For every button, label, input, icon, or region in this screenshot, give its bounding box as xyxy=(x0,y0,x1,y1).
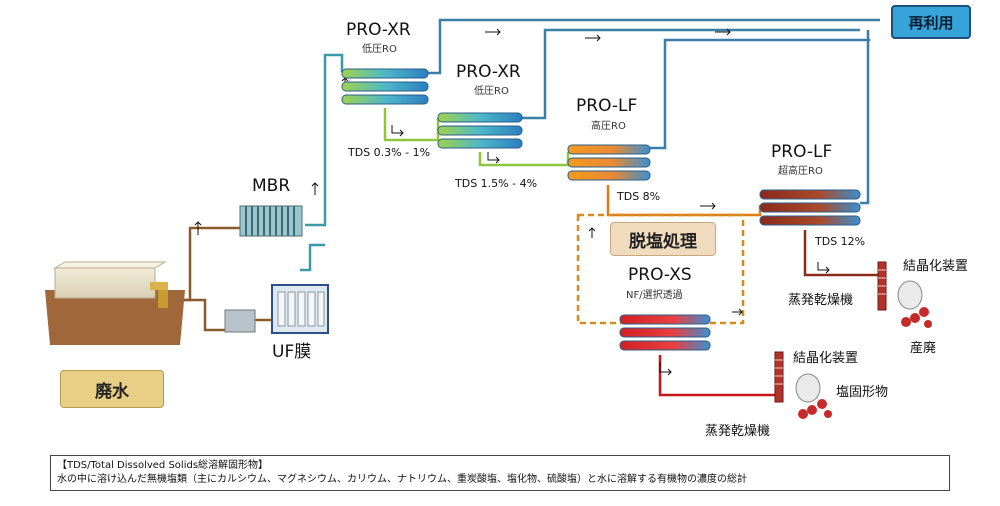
tds-stage2: TDS 1.5% - 4% xyxy=(455,177,538,190)
evaporator-label-2: 蒸発乾燥機 xyxy=(705,424,771,439)
mbr-unit xyxy=(239,205,303,237)
pro-lf-stage2-title: PRO-LF xyxy=(771,142,833,162)
uf-unit xyxy=(224,284,329,334)
tds-stage3: TDS 8% xyxy=(617,190,661,203)
waste-water-box: 廃水 xyxy=(60,370,164,408)
crystallizer-label-2: 結晶化装置 xyxy=(793,351,859,366)
pro-xr-stage1-subtitle: 低圧RO xyxy=(362,44,397,55)
tds-stage4: TDS 12% xyxy=(815,235,866,248)
reuse-box: 再利用 xyxy=(891,5,971,39)
pro-lf-stage2-membranes xyxy=(759,189,861,226)
reuse-pipes xyxy=(428,18,880,205)
flow-arrows xyxy=(194,28,830,376)
note-body: 水の中に溶け込んだ無機塩類（主にカルシウム、マグネシウム、カリウム、ナトリウム、… xyxy=(57,474,747,485)
evaporator-label-1: 蒸発乾燥機 xyxy=(788,293,854,308)
pro-xr-stage1-title: PRO-XR xyxy=(346,20,411,40)
pro-lf-stage2-subtitle: 超高圧RO xyxy=(778,166,823,177)
uf-label: UF膜 xyxy=(272,342,312,362)
pro-lf-stage1-membranes xyxy=(567,144,651,181)
brine-high-pipes xyxy=(803,230,880,277)
pro-xs-membranes xyxy=(619,314,711,351)
pro-xs-title: PRO-XS xyxy=(628,265,692,285)
pro-xs-subtitle: NF/選択透過 xyxy=(626,290,683,301)
pro-lf-stage1-subtitle: 高圧RO xyxy=(591,121,626,132)
pro-xr-stage2-membranes xyxy=(437,112,523,149)
pro-xr-stage1-membranes xyxy=(341,68,429,105)
tds-stage1: TDS 0.3% - 1% xyxy=(348,146,431,159)
mbr-label: MBR xyxy=(252,176,291,196)
salt-solid-label: 塩固形物 xyxy=(836,385,889,400)
tds-definition-note: 【TDS/Total Dissolved Solids総溶解固形物】 水の中に溶… xyxy=(50,455,950,491)
industrial-waste-label: 産廃 xyxy=(910,341,937,356)
crystallizer-label-1: 結晶化装置 xyxy=(903,259,969,274)
pro-xr-stage2-title: PRO-XR xyxy=(456,62,521,82)
desalination-box: 脱塩処理 xyxy=(610,222,716,256)
xs-pipes xyxy=(658,355,775,397)
note-title: 【TDS/Total Dissolved Solids総溶解固形物】 xyxy=(57,460,269,471)
feed-pipes xyxy=(300,53,344,272)
pro-xr-stage2-subtitle: 低圧RO xyxy=(474,86,509,97)
crystallizer-unit-1 xyxy=(877,261,932,328)
crystallizer-unit-2 xyxy=(774,351,832,419)
pro-lf-stage1-title: PRO-LF xyxy=(576,96,638,116)
waste-tank-illustration xyxy=(45,261,185,345)
